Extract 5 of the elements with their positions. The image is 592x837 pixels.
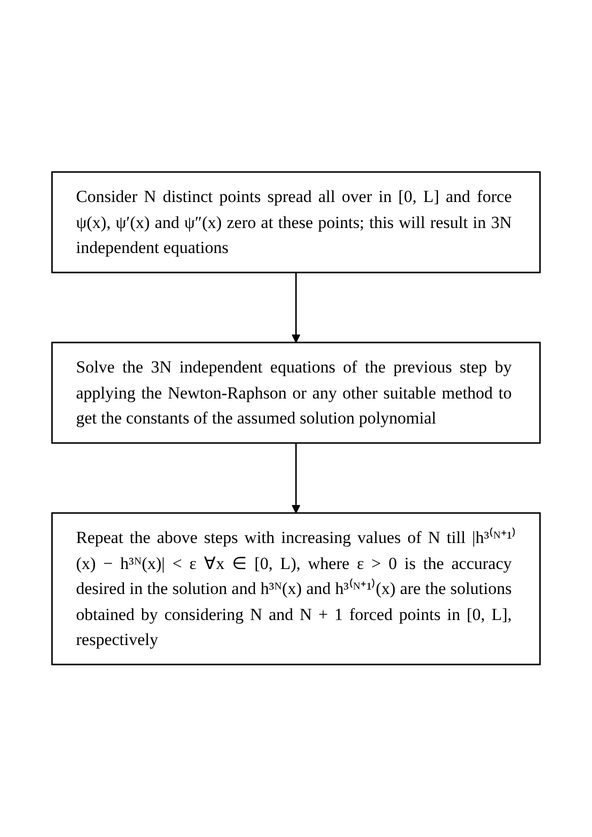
arrow: [292, 272, 300, 344]
node-box: Repeat the above steps with increasing values of N till |h³⁽ᴺ⁺¹⁾(x) − h³ᴺ(x)| < ε ∀x ∈ [0, L), where ε > 0 is the accuracy desired in the solution and h³ᴺ(x) and h³⁽ᴺ⁺¹⁾(x) are the solutions obtained by considering N and N + 1 forced points in [0, L], respectively: [51, 512, 541, 666]
node-box: Solve the 3N independent equations of the previous step by applying the Newton-Raphson or any other suitable method to get the constants of the assumed solution polynomial: [51, 342, 541, 444]
node-box: Consider N distinct points spread all over in [0, L] and force ψ(x), ψ′(x) and ψ″(x) zero at these points; this will result in 3N independent equations: [51, 172, 541, 274]
arrow: [292, 443, 300, 514]
